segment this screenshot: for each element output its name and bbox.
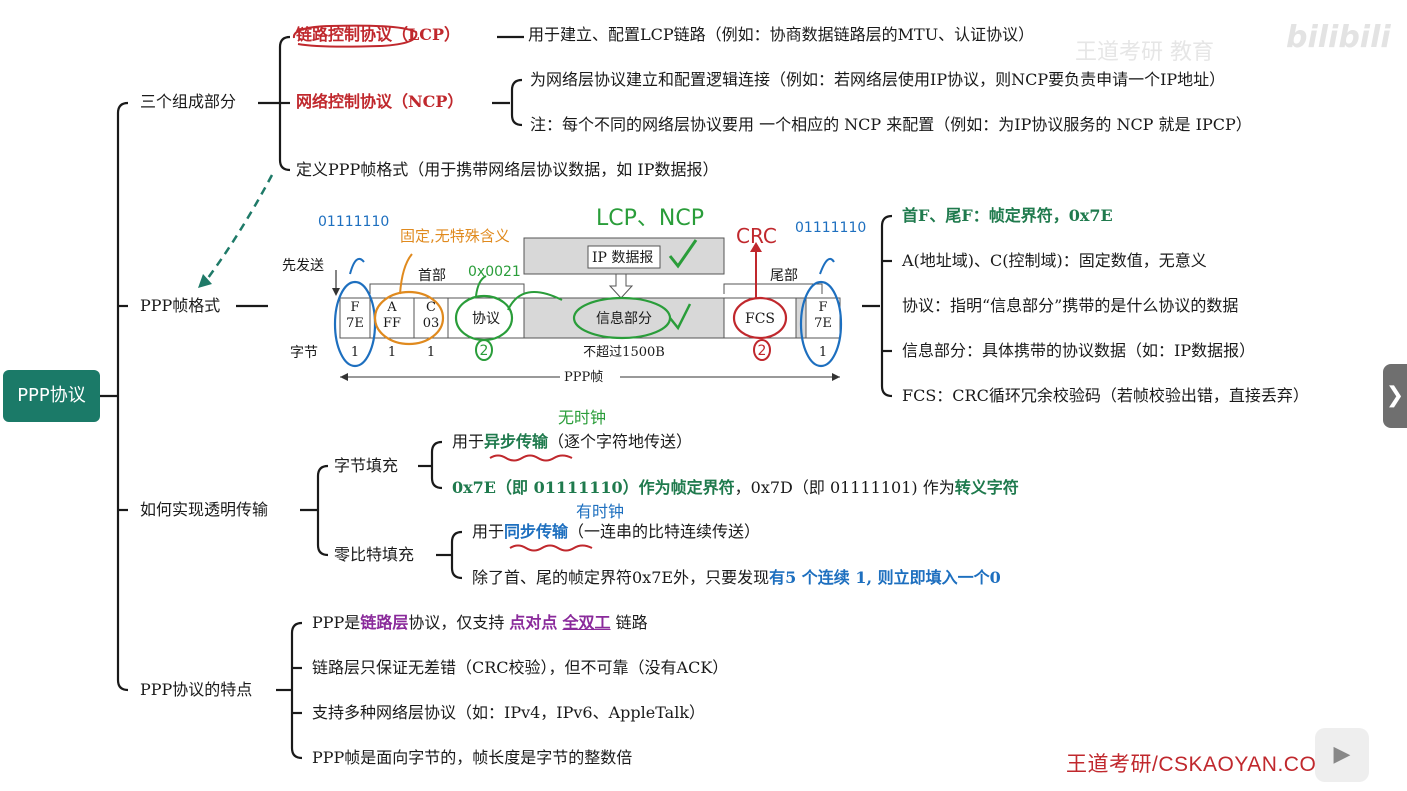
note-fixed-meaningless: 固定,无特殊含义 xyxy=(400,227,510,245)
send-first-label: 先发送 xyxy=(282,258,324,274)
byte-stuffing-pre: 用于 xyxy=(452,432,485,451)
byte-stuffing-post: （逐个字符地传送） xyxy=(548,432,693,451)
feature-1-a: PPP是 xyxy=(312,613,361,632)
field-address-top: A xyxy=(387,300,397,315)
sync-underline-scribble xyxy=(509,544,593,552)
lcp-name: 链路控制协议（LCP） xyxy=(296,25,461,44)
note-flag-bits-right: 01111110 xyxy=(795,220,867,236)
field-control: C 03 xyxy=(414,300,448,332)
bytes-address: 1 xyxy=(387,345,397,360)
bytes-information: 不超过1500B xyxy=(583,345,665,360)
ip-datagram-label: IP 数据报 xyxy=(592,250,654,266)
ncp-desc-1: 为网络层协议建立和配置逻辑连接（例如：若网络层使用IP协议，则NCP要负责申请一… xyxy=(530,70,1226,89)
branch-components: 三个组成部分 xyxy=(140,92,237,111)
note-has-clock: 有时钟 xyxy=(576,502,625,521)
async-underline-scribble xyxy=(489,454,573,462)
feature-1-f: 链路 xyxy=(610,613,648,632)
frame-item-flag: 首F、尾F：帧定界符，0x7E xyxy=(902,206,1113,225)
field-flag-end-top: F xyxy=(818,300,828,315)
field-flag-start: F 7E xyxy=(340,300,370,332)
bytes-flag-end: 1 xyxy=(818,345,828,360)
note-protocol-hex: 0x0021 xyxy=(468,264,521,280)
byte-stuffing-line-1: 用于异步传输（逐个字符地传送） xyxy=(452,432,692,452)
byte-stuffing-delimiter: 0x7E（即 01111110）作为帧定界符 xyxy=(452,478,735,497)
frame-total-label: PPP帧 xyxy=(564,370,604,385)
feature-2: 链路层只保证无差错（CRC校验），但不可靠（没有ACK） xyxy=(312,658,729,677)
frame-item-fcs: FCS：CRC循环冗余校验码（若帧校验出错，直接丢弃） xyxy=(902,386,1309,405)
field-flag-end: F 7E xyxy=(806,300,840,332)
frame-item-information: 信息部分：具体携带的协议数据（如：IP数据报） xyxy=(902,341,1256,360)
feature-1: PPP是链路层协议，仅支持 点对点 全双工 链路 xyxy=(312,613,648,633)
lcp-highlight-scribble xyxy=(292,24,418,48)
frame-item-protocol: 协议：指明“信息部分”携带的是什么协议的数据 xyxy=(902,296,1239,315)
bit-stuffing-sync: 同步传输 xyxy=(504,522,569,541)
root-node: PPP协议 xyxy=(3,370,100,422)
ppp-frame-diagram xyxy=(332,237,843,386)
field-flag-end-bottom: 7E xyxy=(814,316,832,331)
branch-features: PPP协议的特点 xyxy=(140,680,253,699)
bit-stuffing-post: （一连串的比特连续传送） xyxy=(568,522,761,541)
feature-1-c: 协议，仅支持 xyxy=(408,613,510,632)
feature-1-full-duplex: 全双工 xyxy=(562,613,611,632)
byte-stuffing-escape: 转义字符 xyxy=(954,478,1019,497)
play-button[interactable]: ▶ xyxy=(1315,728,1369,782)
watermark-text: 王道考研/CSKAOYAN.COM xyxy=(1066,753,1335,776)
field-fcs: FCS xyxy=(744,311,776,327)
byte-stuffing-label: 字节填充 xyxy=(334,456,399,475)
feature-4: PPP帧是面向字节的，帧长度是字节的整数倍 xyxy=(312,748,633,767)
bytes-protocol: 2 xyxy=(479,343,489,359)
byte-stuffing-async: 异步传输 xyxy=(484,432,549,451)
field-address: A FF xyxy=(370,300,414,332)
lcp-desc: 用于建立、配置LCP链路（例如：协商数据链路层的MTU、认证协议） xyxy=(528,25,1035,44)
bytes-flag-start: 1 xyxy=(350,345,360,360)
field-protocol: 协议 xyxy=(472,311,500,327)
branch-frame-format: PPP帧格式 xyxy=(140,296,221,315)
bit-stuffing-line-2: 除了首、尾的帧定界符0x7E外，只要发现有5 个连续 1, 则立即填入一个0 xyxy=(472,568,1001,588)
field-control-top: C xyxy=(426,300,436,315)
bit-stuffing-five-ones: 有5 个连续 1, 则立即填入一个0 xyxy=(769,568,1001,587)
field-flag-start-bottom: 7E xyxy=(346,316,364,331)
bit-stuffing-line-1: 用于同步传输（一连串的比特连续传送） xyxy=(472,522,760,542)
bit-stuffing-pre: 用于 xyxy=(472,522,505,541)
faint-overlay-text: 王道考研 教育 xyxy=(1075,40,1214,65)
bit-stuffing-rule: 除了首、尾的帧定界符0x7E外，只要发现 xyxy=(472,568,770,587)
frame-definition: 定义PPP帧格式（用于携带网络层协议数据，如 IP数据报） xyxy=(296,160,719,179)
trailer-label: 尾部 xyxy=(770,268,798,284)
feature-3: 支持多种网络层协议（如：IPv4，IPv6、AppleTalk） xyxy=(312,703,706,722)
bytes-control: 1 xyxy=(426,345,436,360)
header-label: 首部 xyxy=(418,268,446,284)
byte-stuffing-middle: ，0x7D（即 01111101) 作为 xyxy=(734,478,955,497)
play-icon: ▶ xyxy=(1333,742,1351,767)
bytes-label: 字节 xyxy=(290,345,318,361)
note-crc: CRC xyxy=(736,224,777,248)
byte-stuffing-line-2: 0x7E（即 01111110）作为帧定界符，0x7D（即 01111101) … xyxy=(452,478,1019,498)
ncp-desc-2: 注：每个不同的网络层协议要用 一个相应的 NCP 来配置（例如：为IP协议服务的… xyxy=(530,115,1252,134)
field-information: 信息部分 xyxy=(596,311,652,327)
bilibili-logo: bilibili xyxy=(1286,20,1391,55)
bytes-fcs: 2 xyxy=(757,343,767,359)
note-no-clock: 无时钟 xyxy=(558,408,607,427)
next-page-button[interactable]: ❯ xyxy=(1383,364,1407,428)
frame-item-address-control: A(地址域)、C(控制域)：固定数值，无意义 xyxy=(902,251,1207,270)
feature-1-link-layer: 链路层 xyxy=(360,613,409,632)
field-flag-start-top: F xyxy=(350,300,360,315)
feature-1-point-to-point: 点对点 xyxy=(509,613,558,632)
ncp-name: 网络控制协议（NCP） xyxy=(296,92,464,111)
bit-stuffing-label: 零比特填充 xyxy=(334,545,415,564)
note-flag-bits-left: 01111110 xyxy=(318,214,390,230)
field-address-bottom: FF xyxy=(382,316,402,331)
field-control-bottom: 03 xyxy=(422,316,440,331)
note-lcp-ncp: LCP、NCP xyxy=(596,206,704,231)
chevron-right-icon: ❯ xyxy=(1385,383,1405,408)
branch-transparent-transmission: 如何实现透明传输 xyxy=(140,500,269,519)
